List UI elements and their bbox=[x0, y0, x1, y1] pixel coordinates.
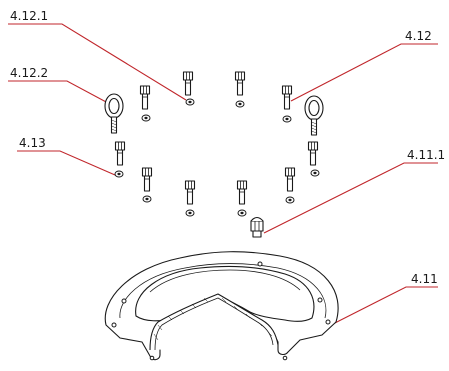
callout-4-12: 4.12 bbox=[405, 29, 432, 43]
washer bbox=[141, 114, 151, 122]
leader-lines bbox=[8, 23, 438, 328]
callout-4-11-1: 4.11.1 bbox=[407, 148, 445, 162]
washer bbox=[114, 170, 124, 178]
bolt bbox=[184, 180, 196, 205]
section-hatch bbox=[153, 297, 273, 341]
washer bbox=[285, 196, 295, 204]
washer bbox=[185, 98, 195, 106]
bolt bbox=[114, 141, 126, 166]
callout-4-13: 4.13 bbox=[19, 136, 46, 150]
bolt bbox=[234, 71, 246, 96]
washer bbox=[142, 195, 152, 203]
bolt bbox=[284, 167, 296, 192]
callout-4-12-1: 4.12.1 bbox=[10, 9, 48, 23]
callout-labels: 4.12.1 4.12 4.12.2 4.13 4.11.1 4.11 bbox=[10, 9, 445, 286]
cover-shroud bbox=[104, 251, 339, 361]
leader-4-11-1 bbox=[263, 162, 438, 234]
callout-4-11: 4.11 bbox=[411, 272, 438, 286]
washers bbox=[114, 98, 320, 217]
leader-4-12-1 bbox=[8, 23, 187, 101]
bolt bbox=[307, 141, 319, 166]
callout-4-12-2: 4.12.2 bbox=[10, 66, 48, 80]
bolts bbox=[114, 71, 319, 205]
bolt bbox=[236, 180, 248, 205]
bolt bbox=[182, 71, 194, 96]
cap-nut bbox=[250, 216, 264, 238]
bolt bbox=[281, 85, 293, 110]
leader-4-13 bbox=[17, 150, 116, 176]
leader-4-11 bbox=[326, 286, 438, 328]
flange-holes bbox=[111, 261, 331, 361]
eyebolt-right bbox=[304, 95, 324, 136]
washer bbox=[185, 209, 195, 217]
leader-4-12-2 bbox=[8, 80, 109, 104]
washer bbox=[282, 115, 292, 123]
eyebolt-left bbox=[104, 93, 124, 134]
leader-4-12 bbox=[290, 43, 438, 102]
bolt bbox=[141, 167, 153, 192]
washer bbox=[235, 100, 245, 108]
washer bbox=[310, 169, 320, 177]
bolt bbox=[139, 85, 151, 110]
washer bbox=[237, 209, 247, 217]
